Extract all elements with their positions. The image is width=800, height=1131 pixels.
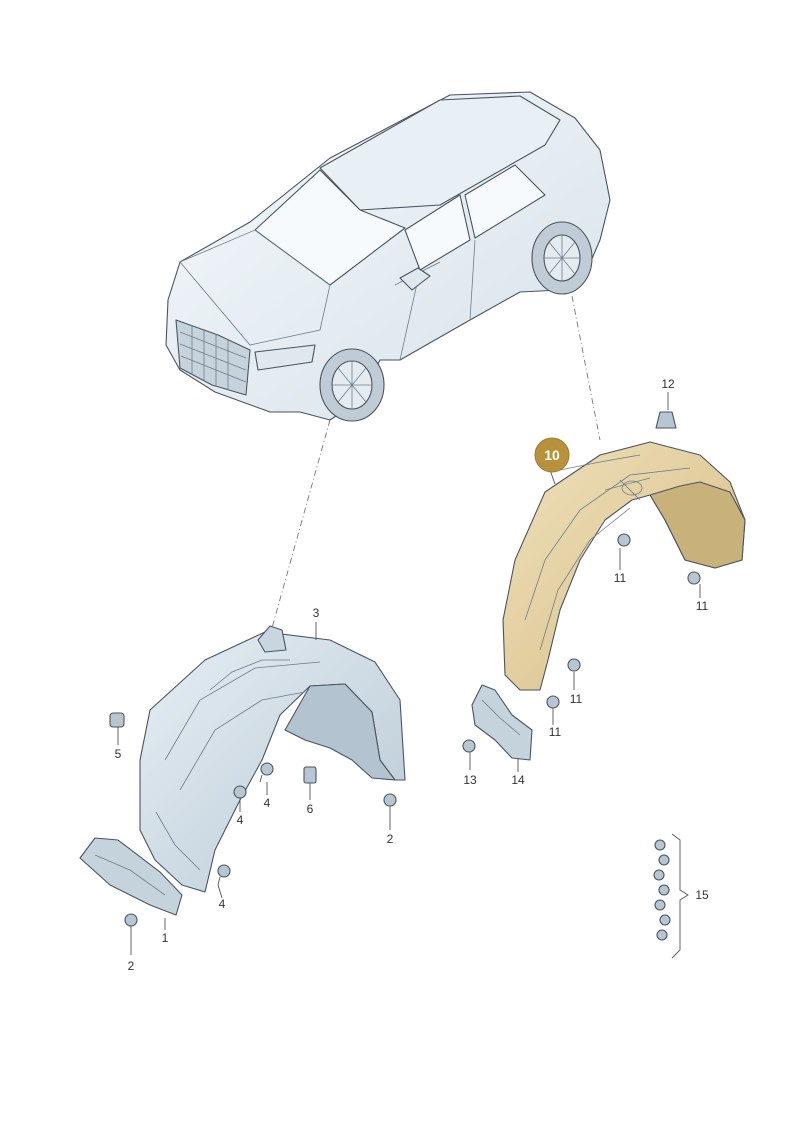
leader-line-rear	[571, 295, 601, 441]
label-part-2a: 2	[387, 832, 394, 846]
label-part-14: 14	[511, 773, 525, 787]
label-part-1: 1	[162, 931, 169, 945]
screw-11c	[567, 658, 581, 672]
label-part-4a: 4	[264, 796, 271, 810]
clip-6	[303, 766, 317, 784]
screw-2b	[124, 913, 138, 934]
front-wheel-housing-liner	[139, 625, 406, 893]
label-part-4c: 4	[219, 897, 226, 911]
label-part-11a: 11	[614, 571, 627, 585]
bracket-part	[471, 684, 533, 761]
vehicle-illustration	[165, 91, 611, 422]
screw-2a	[383, 793, 397, 814]
part-number-labels: 3 5 4 4 4 6 2 1 2 12 11 11 11 11 13 14 1…	[115, 377, 709, 973]
label-part-4b: 4	[237, 813, 244, 827]
label-part-13: 13	[463, 773, 477, 787]
highlight-badge-10: 10	[534, 437, 570, 485]
leader-lines	[117, 392, 701, 955]
label-part-2b: 2	[128, 959, 135, 973]
label-part-5: 5	[115, 747, 122, 761]
rear-wheel-housing-liner	[502, 441, 746, 691]
label-part-6: 6	[307, 802, 314, 816]
fastener-assortment-15	[653, 833, 689, 959]
leader-line-front	[271, 419, 331, 629]
screw-4a	[259, 762, 274, 783]
screw-11a	[617, 533, 631, 547]
clip-12	[655, 411, 677, 429]
screw-4b	[233, 785, 247, 806]
label-part-11c: 11	[570, 692, 583, 706]
screw-11b	[687, 571, 701, 585]
screw-13	[462, 739, 476, 753]
badge-label-10: 10	[544, 447, 560, 463]
label-part-11d: 11	[549, 725, 562, 739]
label-part-3: 3	[313, 606, 320, 620]
fasteners	[109, 411, 701, 959]
front-lower-deflector	[79, 837, 183, 916]
screw-11d	[546, 695, 560, 709]
label-part-11b: 11	[696, 599, 709, 613]
clip-5	[109, 712, 125, 728]
screw-4c	[217, 864, 231, 886]
label-part-15: 15	[695, 888, 709, 902]
label-part-12: 12	[661, 377, 675, 391]
